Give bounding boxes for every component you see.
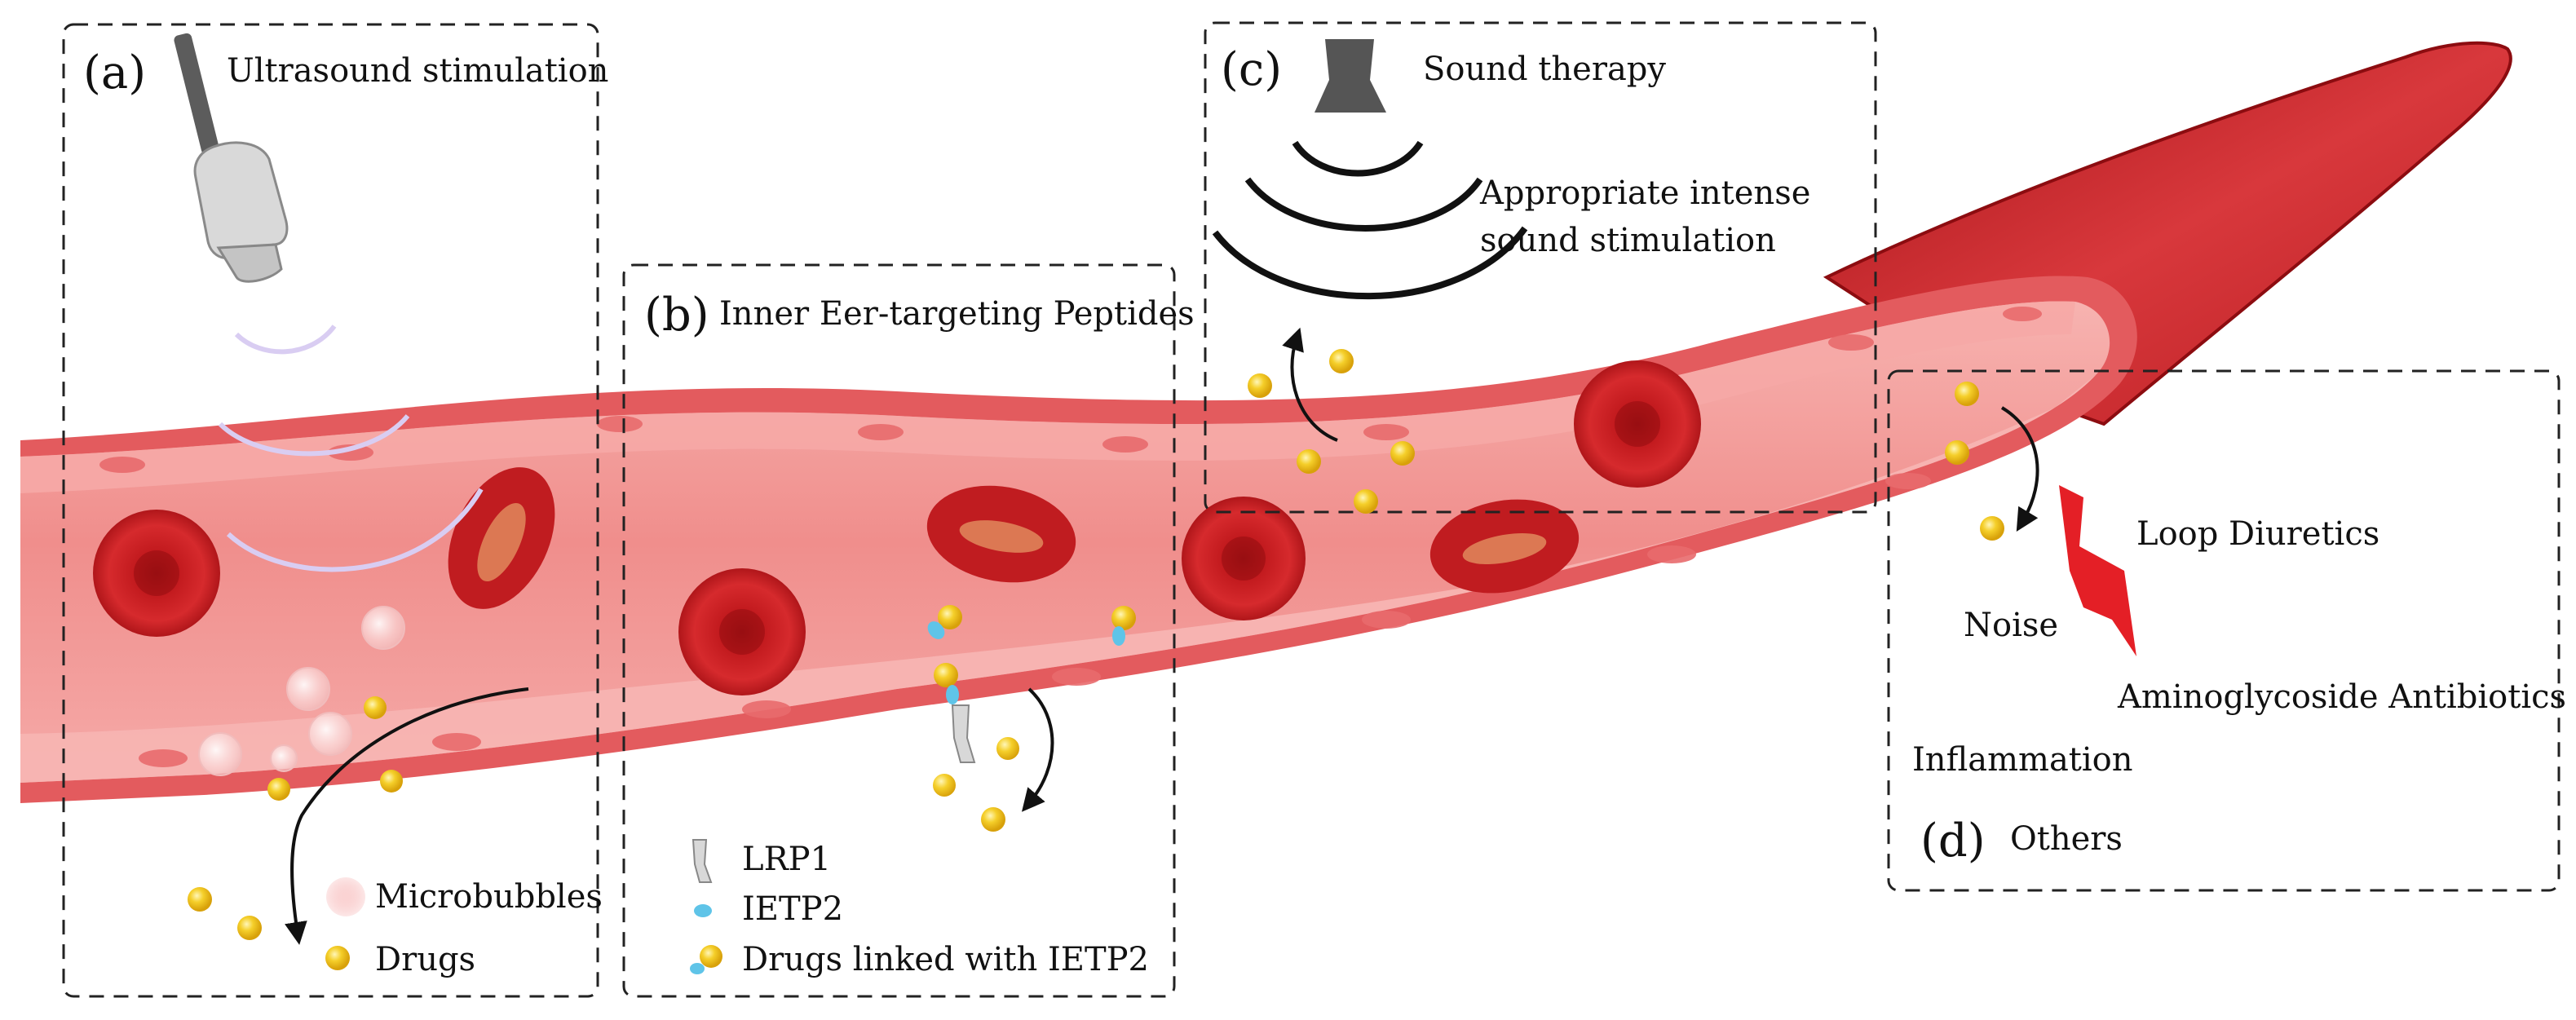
- drugs-in-vessel: [267, 696, 403, 801]
- panel-b-arrow: [1021, 687, 1054, 812]
- panel-a-title: Ultrasound stimulation: [227, 52, 608, 90]
- legend-lrp1-label: LRP1: [742, 841, 831, 878]
- drug-ietp2-complexes: [927, 605, 1136, 704]
- panel-a-frame: [62, 23, 599, 998]
- panel-d-frame: [1887, 369, 2561, 892]
- vessel-endothelium-top: [20, 301, 2075, 493]
- panel-b-title: Inner Eer-targeting Peptides: [719, 295, 1195, 333]
- red-blood-cells: [93, 360, 1701, 695]
- panel-c-frame: [1204, 21, 1877, 514]
- legend-microbubbles-label: Microbubbles: [375, 878, 603, 916]
- lightning-icon: [2059, 485, 2136, 656]
- ultrasound-probe-icon: [174, 33, 289, 283]
- lrp1-receptor: [951, 704, 976, 763]
- ultrasound-waves: [218, 325, 484, 572]
- panel-a: (a) Ultrasound stimulation: [62, 23, 608, 998]
- panel-c-title: Sound therapy: [1423, 51, 1666, 88]
- panel-b: (b) Inner Eer-targeting Peptides LRP1 IE…: [622, 263, 1195, 998]
- panel-d-letter: (d): [1920, 815, 1986, 868]
- legend-microbubbles-swatch: [326, 877, 365, 916]
- legend-ietp2-label: IETP2: [742, 890, 843, 928]
- panel-d-amino: Aminoglycoside Antibiotics: [2117, 678, 2566, 716]
- rbc: [1574, 360, 1701, 488]
- rbc: [93, 510, 220, 637]
- drugs-outside-vessel: [188, 887, 262, 940]
- rbc: [1429, 499, 1580, 594]
- panel-c-line2: sound stimulation: [1480, 222, 1776, 259]
- legend-drugs-label: Drugs: [375, 941, 475, 978]
- panel-c-letter: (c): [1221, 43, 1282, 96]
- panel-d-inflammation: Inflammation: [1912, 741, 2133, 779]
- legend-linked-swatch: [690, 945, 722, 974]
- rbc: [678, 568, 806, 695]
- panel-d-title: Others: [2010, 820, 2123, 858]
- legend-ietp2-swatch: [694, 904, 712, 917]
- panel-d-loop: Loop Diuretics: [2136, 515, 2379, 553]
- panel-d-arrow: [2000, 406, 2039, 532]
- legend-lrp1-swatch: [691, 839, 713, 883]
- panel-c-arrow: [1282, 327, 1338, 442]
- panel-d-noise: Noise: [1964, 607, 2058, 644]
- legend-drugs-swatch: [325, 946, 350, 970]
- rbc: [1182, 497, 1306, 620]
- drugs-panel-c: [1248, 349, 1415, 514]
- sound-waves: [1212, 140, 1528, 300]
- panel-b-letter: (b): [644, 289, 709, 342]
- rbc: [926, 485, 1076, 583]
- legend-linked-label: Drugs linked with IETP2: [742, 941, 1149, 978]
- speaker-icon: [1315, 39, 1386, 113]
- microbubbles-in-vessel: [198, 606, 405, 776]
- vessel-gap: [277, 803, 391, 824]
- drugs-panel-d: [1945, 382, 2004, 541]
- panel-d: Loop Diuretics Noise Aminoglycoside Anti…: [1887, 369, 2566, 892]
- panel-c-line1: Appropriate intense: [1479, 174, 1810, 212]
- panel-a-arrow: [285, 687, 529, 945]
- panel-a-letter: (a): [83, 46, 146, 99]
- panel-c: (c) Sound therapy Appropriate intense so…: [1204, 21, 1877, 514]
